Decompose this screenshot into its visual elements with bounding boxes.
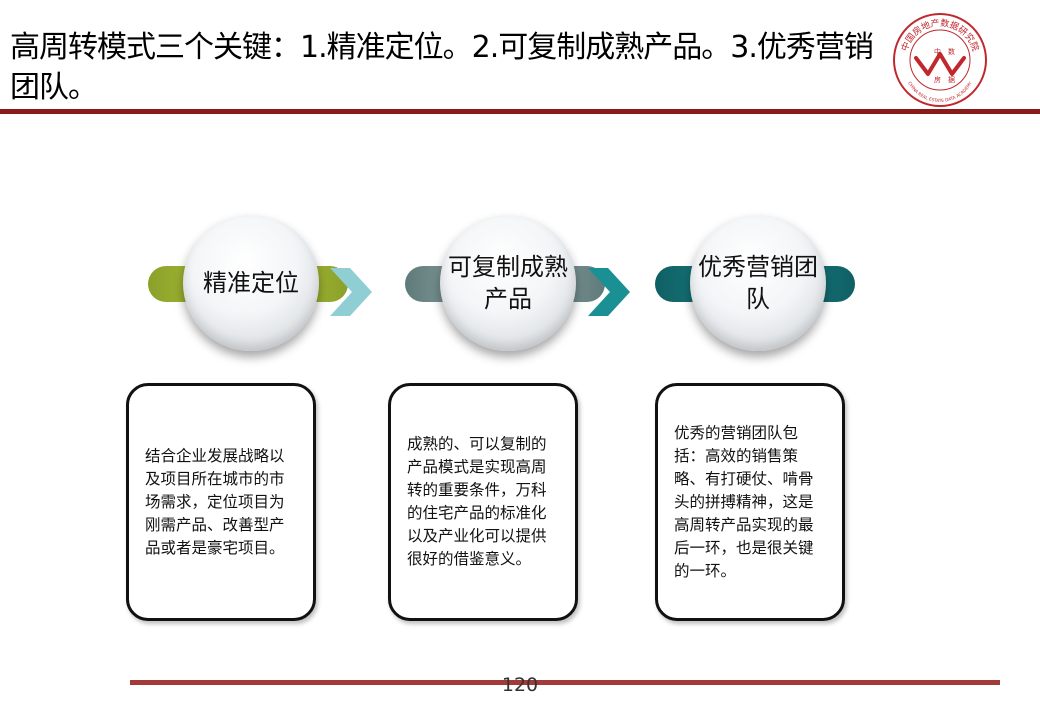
step-node-positioning: 精准定位 [148,210,348,360]
step-description-card-product: 成熟的、可以复制的产品模式是实现高周转的重要条件，万科的住宅产品的标准化以及产业… [388,383,578,621]
logo-char-1: 中 [934,47,941,56]
process-flow: 精准定位 可复制成熟产品 优秀营销团队 [0,210,1040,360]
step-description: 优秀的营销团队包括：高效的销售策略、有打硬仗、啃骨头的拼搏精神，这是高周转产品实… [674,423,814,580]
title-divider [0,109,1040,114]
academy-seal-logo: 中国房地产数据研究院 CHINA REAL ESTATE DATA ACADEM… [893,13,987,107]
step-description: 结合企业发展战略以及项目所在城市的市场需求，定位项目为刚需产品、改善型产品或者是… [145,446,285,557]
page-number: 120 [501,674,539,696]
logo-char-2: 数 [948,47,955,56]
step-description-card-marketing-team: 优秀的营销团队包括：高效的销售策略、有打硬仗、啃骨头的拼搏精神，这是高周转产品实… [655,383,845,621]
chevron-right-icon [330,268,372,316]
footer-divider [130,680,1000,685]
step-circle: 精准定位 [183,215,319,351]
step-description-card-positioning: 结合企业发展战略以及项目所在城市的市场需求，定位项目为刚需产品、改善型产品或者是… [126,383,316,621]
chevron-right-icon [588,268,630,316]
logo-char-4: 据 [948,75,955,84]
step-label: 优秀营销团队 [698,253,818,313]
step-label: 可复制成熟产品 [448,253,568,313]
step-circle: 可复制成熟产品 [440,215,576,351]
step-description: 成熟的、可以复制的产品模式是实现高周转的重要条件，万科的住宅产品的标准化以及产业… [407,435,547,568]
step-label: 精准定位 [203,269,299,297]
step-circle: 优秀营销团队 [690,215,826,351]
slide-title: 高周转模式三个关键：1.精准定位。2.可复制成熟产品。3.优秀营销团队。 [10,30,874,105]
logo-char-3: 房 [934,75,941,84]
step-node-product: 可复制成熟产品 [405,210,605,360]
step-node-marketing-team: 优秀营销团队 [655,210,855,360]
